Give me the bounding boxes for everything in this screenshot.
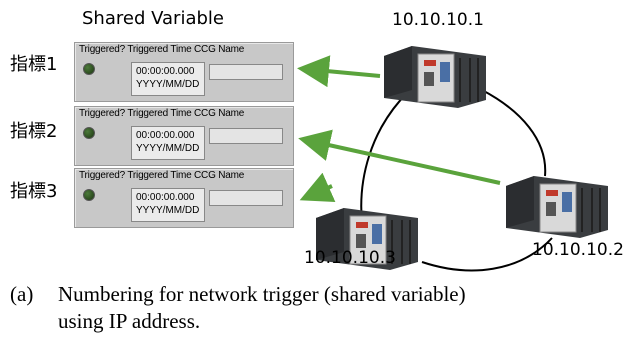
triggered-led [83,189,95,201]
ccg-name-field [209,190,283,206]
node-ip-1: 10.10.10.1 [392,10,484,30]
date-value: YYYY/MM/DD [136,205,200,216]
caption-line-1: Numbering for network trigger (shared va… [58,282,466,306]
shared-variable-heading: Shared Variable [82,8,224,29]
controller-device-1-icon [384,46,486,108]
indicator-3-label: 指標3 [10,181,58,202]
triggered-led [83,127,95,139]
node-ip-2: 10.10.10.2 [532,240,624,260]
trigger-arrow-1 [297,55,381,88]
indicator-3-header: Triggered? Triggered Time CCG Name [79,170,245,181]
time-value: 00:00:00.000 [136,66,195,77]
indicator-1-header: Triggered? Triggered Time CCG Name [79,44,245,55]
triggered-time-field: 00:00:00.000 YYYY/MM/DD [131,126,205,160]
ccg-name-field [209,64,283,80]
controller-device-2-icon [506,176,608,238]
date-value: YYYY/MM/DD [136,79,200,90]
indicator-2-panel: Triggered? Triggered Time CCG Name 00:00… [74,106,294,166]
caption-line-2: using IP address. [58,309,201,333]
network-ring [421,237,553,272]
time-value: 00:00:00.000 [136,130,195,141]
trigger-arrow-3 [299,172,336,202]
trigger-arrow-2 [298,129,501,185]
indicator-1-label: 指標1 [10,54,58,75]
date-value: YYYY/MM/DD [136,143,200,154]
controller-device-3-icon [316,208,418,270]
triggered-led [83,63,95,75]
indicator-1-panel: Triggered? Triggered Time CCG Name 00:00… [74,42,294,102]
caption-tag: (a) [10,282,34,306]
triggered-time-field: 00:00:00.000 YYYY/MM/DD [131,62,205,96]
time-value: 00:00:00.000 [136,192,195,203]
ccg-name-field [209,128,283,144]
node-ip-3: 10.10.10.3 [304,248,396,268]
indicator-3-panel: Triggered? Triggered Time CCG Name 00:00… [74,168,294,228]
network-ring [481,89,547,177]
indicator-2-label: 指標2 [10,121,58,142]
indicator-2-header: Triggered? Triggered Time CCG Name [79,108,245,119]
figure-caption: (a) Numbering for network trigger (shared… [10,281,466,335]
triggered-time-field: 00:00:00.000 YYYY/MM/DD [131,188,205,222]
